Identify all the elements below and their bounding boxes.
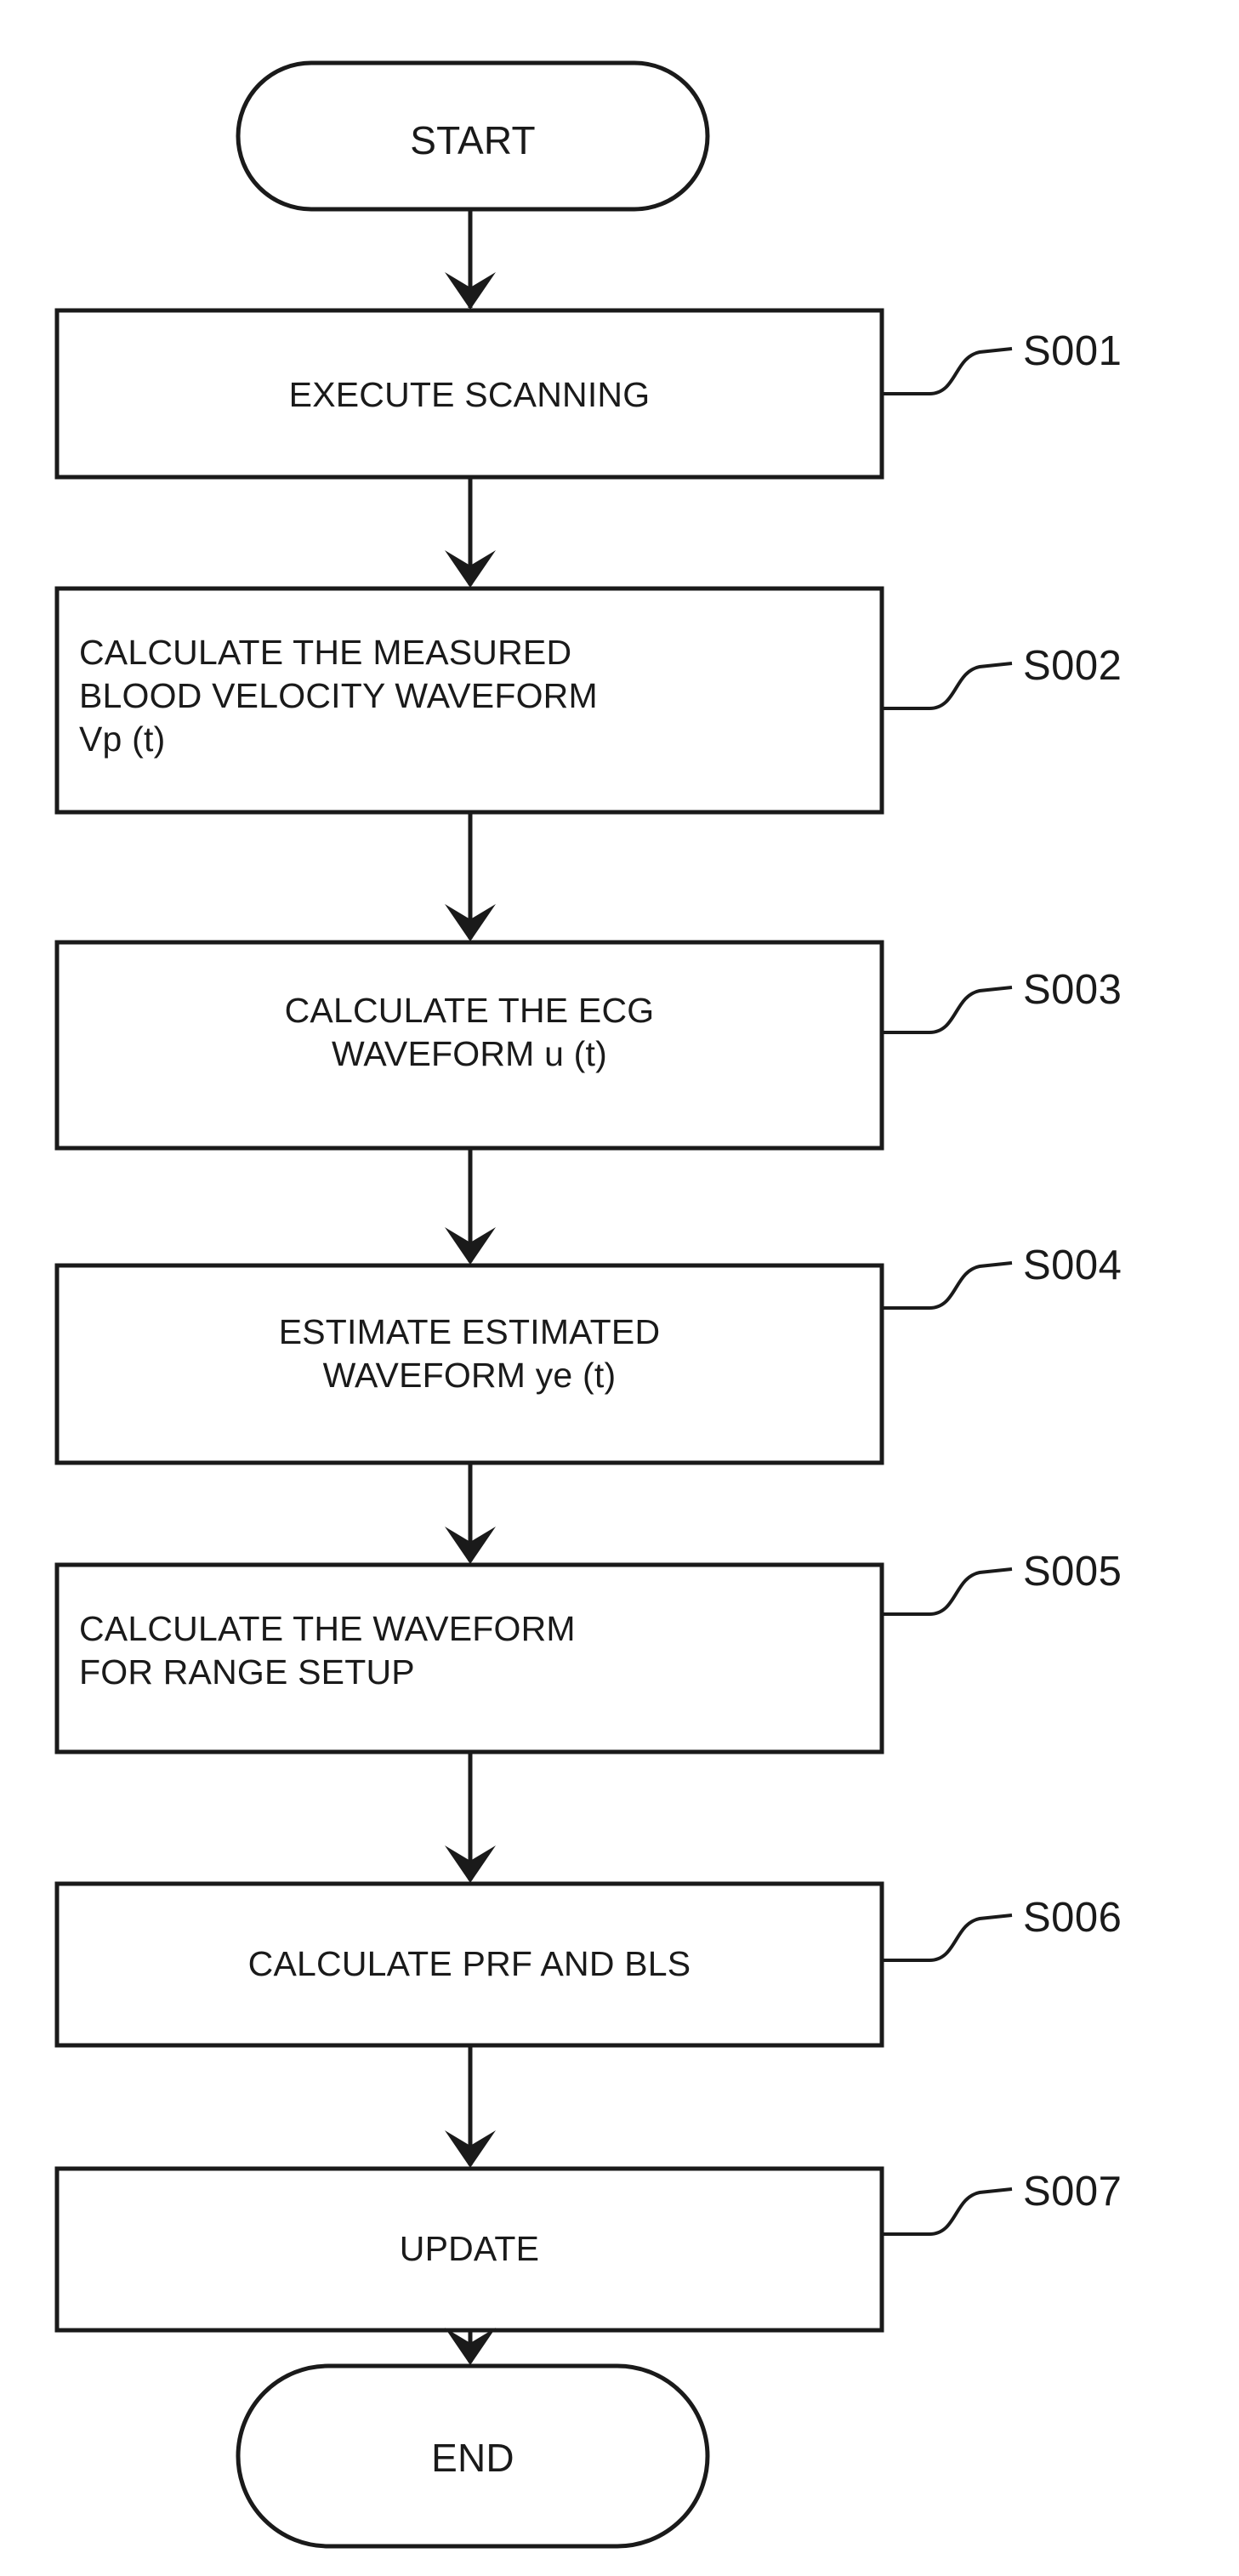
leader-line-s002 [882, 662, 1013, 710]
connector-s004-to-s005 [445, 1463, 496, 1564]
node-s006-label: CALCULATE PRF AND BLS [247, 1944, 691, 1983]
node-s003-label: CALCULATE THE ECG WAVEFORM u (t) [284, 991, 655, 1073]
connector-s003-to-s004 [445, 1148, 496, 1265]
step-code-s006: S006 [1023, 1895, 1122, 1941]
leader-line-s006 [882, 1914, 1013, 1962]
node-s002-label: CALCULATE THE MEASURED BLOOD VELOCITY WA… [79, 633, 598, 759]
node-s003-shape [54, 940, 884, 1151]
leader-line-s003 [882, 986, 1013, 1034]
leader-line-s005 [882, 1567, 1013, 1616]
node-end-shape [236, 2363, 710, 2549]
step-code-s004: S004 [1023, 1243, 1122, 1288]
node-s007-shape [54, 2166, 884, 2333]
step-code-s002: S002 [1023, 643, 1122, 689]
connector-start-to-s001 [445, 209, 496, 310]
connector-s006-to-s007 [445, 2045, 496, 2168]
node-s004-shape [54, 1263, 884, 1465]
step-code-s005: S005 [1023, 1549, 1122, 1595]
step-code-s003: S003 [1023, 967, 1122, 1013]
node-start-label: START [410, 118, 536, 162]
node-s005-label: CALCULATE THE WAVEFORM FOR RANGE SETUP [79, 1609, 576, 1692]
connector-s002-to-s003 [445, 812, 496, 941]
node-s006-shape [54, 1881, 884, 2048]
leader-line-s004 [882, 1261, 1013, 1310]
connector-s005-to-s006 [445, 1752, 496, 1883]
leader-line-s001 [882, 347, 1013, 395]
node-start-shape [236, 60, 710, 212]
leader-line-s007 [882, 2187, 1013, 2236]
connector-s001-to-s002 [445, 477, 496, 588]
step-code-s007: S007 [1023, 2169, 1122, 2215]
connector-s007-to-end [445, 2328, 496, 2365]
node-s007-label: UPDATE [399, 2229, 540, 2268]
node-end-label: END [431, 2436, 514, 2480]
step-code-s001: S001 [1023, 328, 1122, 374]
node-s001-shape [54, 308, 884, 480]
node-s002-shape [54, 586, 884, 815]
node-s001-label: EXECUTE SCANNING [288, 375, 651, 414]
node-s004-label: ESTIMATE ESTIMATED WAVEFORM ye (t) [278, 1312, 661, 1395]
